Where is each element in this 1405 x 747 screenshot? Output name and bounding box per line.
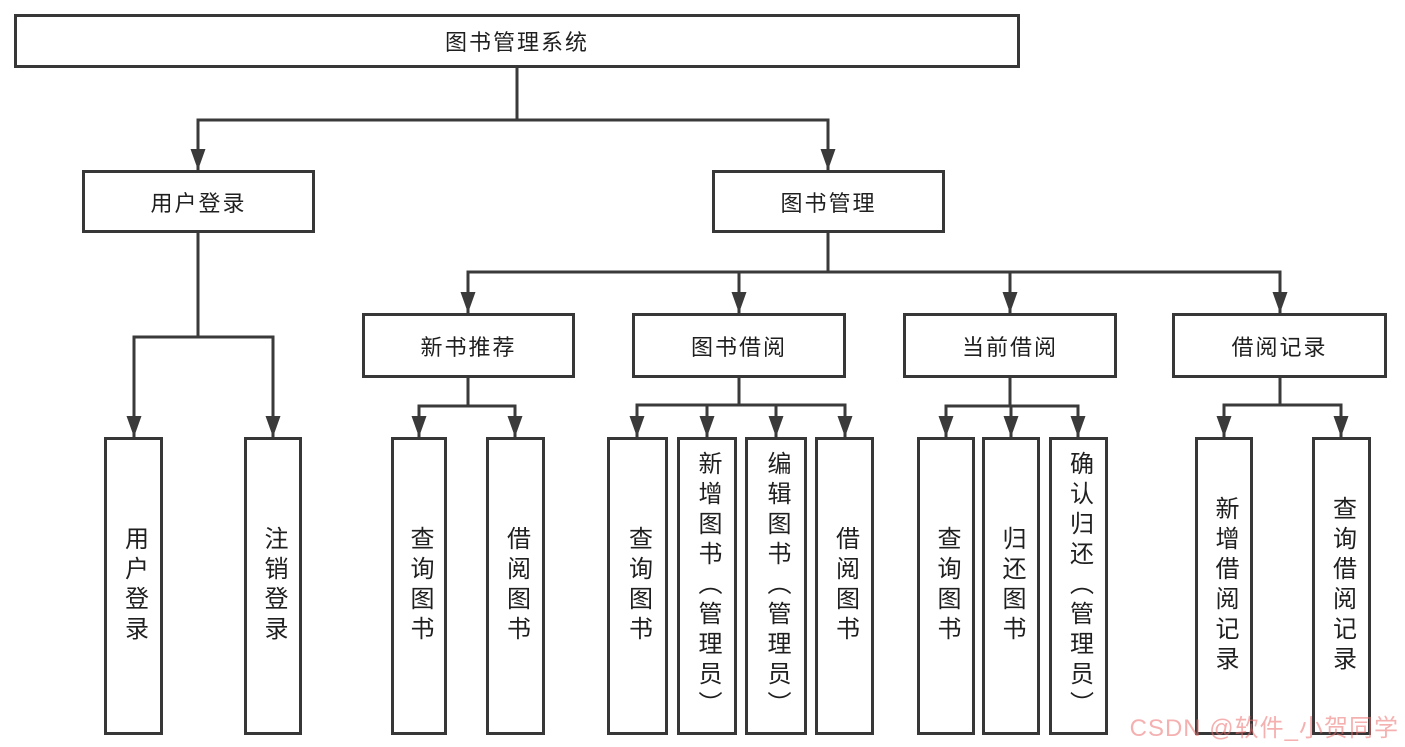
node-label: 图书管理系统 <box>444 30 589 55</box>
node-label: 借阅图书 <box>831 526 859 646</box>
node-new-book-recommend: 新书推荐 <box>362 313 575 378</box>
node-current-borrowing: 当前借阅 <box>903 313 1117 378</box>
node-label: 查询图书 <box>406 526 433 646</box>
node-label: 当前借阅 <box>961 334 1058 360</box>
watermark: CSDN @软件_小贺同学 <box>1129 715 1399 742</box>
node-label: 确认归还（管理员） <box>1065 451 1093 721</box>
node-label: 新书推荐 <box>420 334 517 360</box>
node-leaf-query-book-1: 查询图书 <box>391 437 447 735</box>
node-label: 借阅图书 <box>502 526 530 646</box>
node-label: 注销登录 <box>260 526 287 646</box>
node-borrowing-records: 借阅记录 <box>1172 313 1387 378</box>
node-label: 查询借阅记录 <box>1328 496 1356 676</box>
node-label: 查询图书 <box>624 526 652 646</box>
node-leaf-return-book: 归还图书 <box>982 437 1040 735</box>
node-leaf-query-book-3: 查询图书 <box>917 437 975 735</box>
node-leaf-borrow-book-1: 借阅图书 <box>486 437 545 735</box>
node-leaf-add-borrow-record: 新增借阅记录 <box>1195 437 1253 735</box>
node-leaf-query-book-2: 查询图书 <box>607 437 668 735</box>
node-leaf-logout: 注销登录 <box>244 437 302 735</box>
node-leaf-query-borrow-record: 查询借阅记录 <box>1312 437 1371 735</box>
node-label: 查询图书 <box>933 526 960 646</box>
node-leaf-edit-book-admin: 编辑图书（管理员） <box>745 437 807 735</box>
node-book-management: 图书管理 <box>712 170 945 233</box>
node-leaf-add-book-admin: 新增图书（管理员） <box>677 437 737 735</box>
node-leaf-confirm-return-admin: 确认归还（管理员） <box>1049 437 1108 735</box>
node-label: 编辑图书（管理员） <box>763 451 790 721</box>
node-label: 用户登录 <box>120 526 148 646</box>
node-label: 图书管理 <box>780 190 877 216</box>
node-leaf-user-login: 用户登录 <box>104 437 163 735</box>
node-user-login: 用户登录 <box>82 170 315 233</box>
node-root: 图书管理系统 <box>14 14 1020 68</box>
node-label: 归还图书 <box>998 526 1025 646</box>
node-book-borrowing: 图书借阅 <box>632 313 846 378</box>
node-label: 新增借阅记录 <box>1211 496 1238 676</box>
node-leaf-borrow-book-2: 借阅图书 <box>815 437 874 735</box>
node-label: 用户登录 <box>150 190 247 216</box>
node-label: 新增图书（管理员） <box>694 451 721 721</box>
node-label: 图书借阅 <box>690 334 787 360</box>
node-label: 借阅记录 <box>1231 334 1328 360</box>
